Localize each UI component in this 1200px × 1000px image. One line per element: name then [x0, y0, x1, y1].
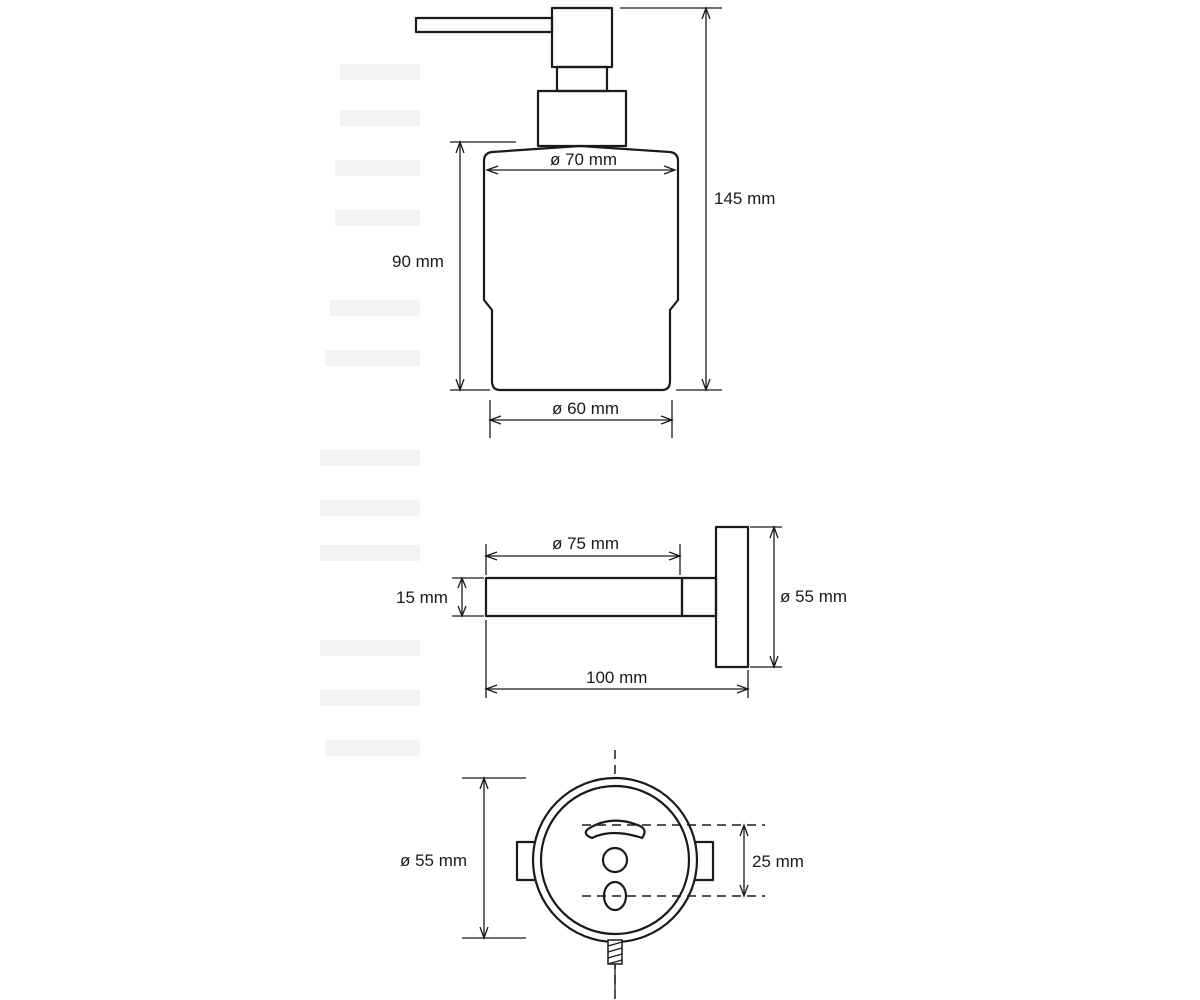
label-diameter-bottom: ø 60 mm — [552, 399, 619, 418]
dimension-total-height: 145 mm — [620, 6, 775, 392]
dimension-flange-front: ø 55 mm — [400, 776, 526, 940]
label-flange-diameter-side: ø 55 mm — [780, 587, 847, 606]
label-flange-diameter-front: ø 55 mm — [400, 851, 467, 870]
label-hole-spacing: 25 mm — [752, 852, 804, 871]
dimension-flange-side: ø 55 mm — [750, 525, 847, 669]
screw — [607, 939, 623, 990]
dimension-hole-spacing: 25 mm — [739, 823, 804, 898]
dimension-holder-depth: ø 75 mm — [484, 534, 682, 575]
label-height-total: 145 mm — [714, 189, 775, 208]
background-watermark — [320, 64, 420, 756]
dimension-holder-projection: 100 mm — [484, 620, 750, 698]
label-height-glass: 90 mm — [392, 252, 444, 271]
hanging-slot — [584, 819, 646, 840]
label-holder-projection: 100 mm — [586, 668, 647, 687]
label-diameter-top: ø 70 mm — [550, 150, 617, 169]
holder-neck — [680, 576, 718, 618]
label-holder-depth: ø 75 mm — [552, 534, 619, 553]
holder-side-view: ø 75 mm 15 mm 100 mm ø 55 mm — [396, 525, 847, 698]
label-holder-thickness: 15 mm — [396, 588, 448, 607]
flange-front-view: ø 55 mm 25 mm — [400, 750, 804, 1000]
pump-head — [414, 6, 628, 148]
dimension-top-diameter: ø 70 mm — [485, 150, 677, 175]
wall-flange — [714, 525, 750, 669]
flange-inner-circle — [539, 784, 691, 936]
dimension-holder-thickness: 15 mm — [396, 576, 484, 618]
screw-hole-middle — [601, 846, 629, 874]
holder-arm — [484, 576, 684, 618]
dimension-glass-height: 90 mm — [392, 140, 516, 392]
glass-body — [482, 144, 680, 392]
dimension-bottom-diameter: ø 60 mm — [488, 399, 674, 438]
dispenser-view: 145 mm 90 mm ø 70 mm ø 60 mm — [392, 6, 775, 438]
flange-outer-circle — [531, 776, 699, 944]
